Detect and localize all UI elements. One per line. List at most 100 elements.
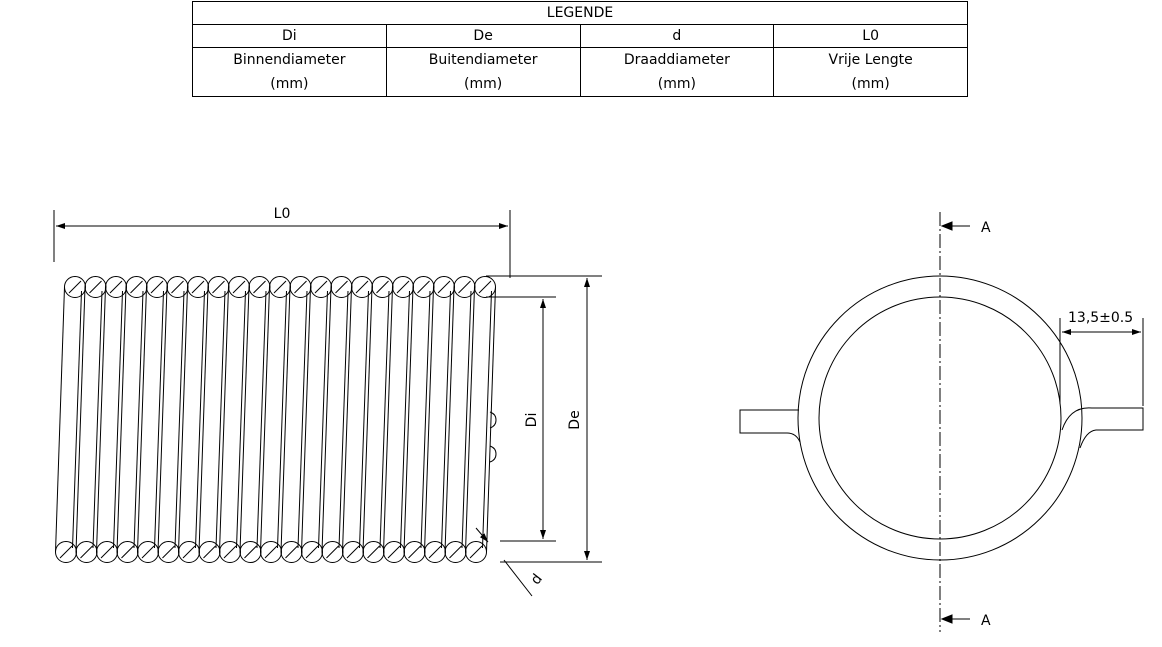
coil-body-line (321, 286, 332, 553)
coil-body-line (256, 290, 267, 549)
coil-body-line (465, 286, 475, 553)
coil-bottom-hatch (162, 545, 175, 559)
coil-body-line (318, 290, 328, 549)
legend-unit-de: (mm) (464, 76, 503, 92)
coil-bottom-hatch (223, 545, 237, 559)
coil-top-hatch (212, 280, 225, 294)
coil-body-line (280, 286, 291, 553)
coil-top-hatch (335, 280, 348, 294)
coil-top-hatch (273, 280, 287, 294)
d-leader-arrow (475, 527, 489, 543)
coil-body-line (277, 290, 287, 549)
coil-body-line (219, 286, 229, 553)
legend-symbol-di: Di (192, 24, 387, 48)
coil-body-line (444, 286, 455, 553)
coil-bottom-hatch (80, 545, 93, 559)
coil-body-edge (486, 286, 496, 553)
coil-body-line (239, 286, 250, 553)
coil-top-hatch (478, 280, 492, 294)
coil-bottom-hatch (449, 545, 462, 559)
de-label: De (567, 410, 583, 429)
coil-top-hatch (150, 280, 164, 294)
coil-bottom-hatch (285, 545, 298, 559)
coil-bottom-hatch (367, 545, 380, 559)
coil-top-hatch (294, 280, 307, 294)
coil-top-row (64, 276, 496, 298)
coil-body-line (362, 286, 373, 553)
coil-top-hatch (191, 280, 205, 294)
coil-body-line (441, 290, 451, 549)
coil-body-line (342, 286, 352, 553)
legend-desc-d: Draaddiameter (mm) (579, 47, 775, 97)
section-label-bottom: A (981, 613, 991, 629)
legend-name-de: Buitendiameter (428, 52, 538, 68)
d-label: d (528, 571, 546, 588)
coil-bottom-hatch (264, 545, 278, 559)
coil-body-line (482, 290, 492, 549)
coil-body-line (178, 286, 188, 553)
coil-bottom-hatch (346, 545, 360, 559)
di-label: Di (524, 413, 540, 428)
coil-top-hatch (437, 280, 451, 294)
section-label-top: A (981, 220, 991, 236)
coil-bottom-circle (465, 541, 487, 563)
spring-end-view (739, 212, 1144, 632)
coil-body-line (236, 290, 246, 549)
coil-body-line (133, 290, 144, 549)
coil-body-line (420, 290, 431, 549)
coil-body-line (195, 290, 205, 549)
coil-bottom-hatch (387, 545, 401, 559)
coil-body-line (198, 286, 209, 553)
legend-name-di: Binnendiameter (233, 52, 346, 68)
coil-top-hatch (417, 280, 430, 294)
coil-lines (55, 286, 496, 553)
coil-body-line (174, 290, 185, 549)
coil-body-line (400, 290, 410, 549)
coil-body-line (359, 290, 369, 549)
coil-top-hatch (376, 280, 389, 294)
legend-symbol-l0: L0 (773, 24, 968, 48)
legend-desc-de: Buitendiameter (mm) (385, 47, 581, 97)
coil-body-line (75, 286, 86, 553)
coil-bottom-hatch (244, 545, 257, 559)
coil-body-line (424, 286, 434, 553)
coil-top-hatch (314, 280, 328, 294)
legend-desc-l0: Vrije Lengte (mm) (773, 47, 968, 97)
coil-top-hatch (109, 280, 123, 294)
coil-body-line (72, 290, 82, 549)
coil-body-line (403, 286, 414, 553)
coil-bottom-hatch (100, 545, 114, 559)
coil-bottom-row (55, 541, 487, 563)
coil-body-line (55, 286, 65, 553)
d-leader-line (503, 559, 533, 597)
legend-unit-l0: (mm) (851, 76, 890, 92)
coil-bottom-hatch (428, 545, 442, 559)
coil-top-hatch (396, 280, 410, 294)
coil-bottom-hatch (182, 545, 196, 559)
legend-title: LEGENDE (192, 1, 968, 25)
coil-body-line (137, 286, 147, 553)
legend-symbol-d: d (579, 24, 775, 48)
right-hook (1061, 407, 1144, 449)
legend-table: LEGENDE Di De d L0 Binnendiameter (mm) B… (192, 1, 968, 97)
coil-body-line (338, 290, 349, 549)
coil-top-hatch (355, 280, 369, 294)
coil-body-line (379, 290, 390, 549)
coil-body-line (297, 290, 308, 549)
hook-dimension-label: 13,5±0.5 (1068, 310, 1133, 326)
coil-top-hatch (253, 280, 266, 294)
spring-side-view (53, 210, 602, 597)
coil-body-line (96, 286, 106, 553)
legend-unit-d: (mm) (657, 76, 696, 92)
coil-top-hatch (130, 280, 143, 294)
coil-bottom-hatch (408, 545, 421, 559)
coil-bottom-hatch (59, 545, 73, 559)
legend-desc-di: Binnendiameter (mm) (192, 47, 387, 97)
coil-body-line (92, 290, 103, 549)
coil-top-hatch (68, 280, 82, 294)
coil-body-line (113, 290, 123, 549)
section-arrow-bottom (940, 614, 953, 624)
section-arrow-top (940, 221, 953, 231)
coil-body-line (116, 286, 127, 553)
